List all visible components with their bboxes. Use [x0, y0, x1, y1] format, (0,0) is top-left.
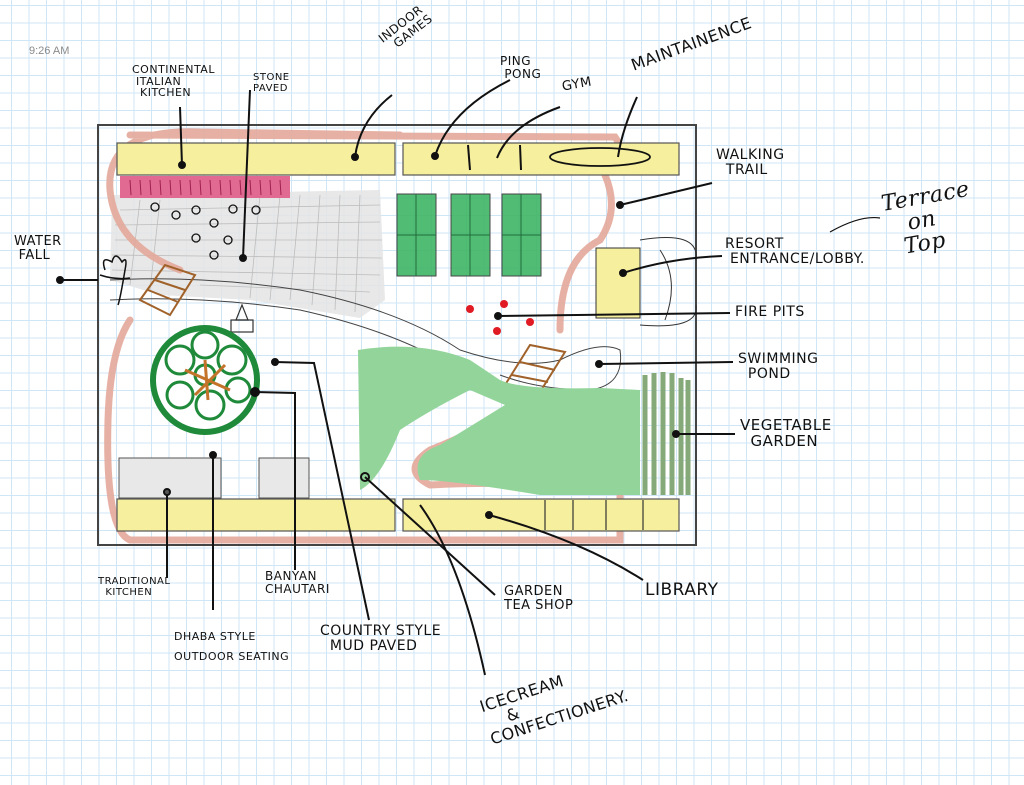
- building-bottom-right: [402, 498, 680, 532]
- dhaba-seating: [258, 457, 310, 499]
- label-continental-italian-kitchen: CONTINENTAL ITALIAN KITCHEN: [132, 63, 215, 100]
- waterfall-symbol: [99, 255, 131, 306]
- label-stone-paved: STONE PAVED: [253, 72, 290, 94]
- label-library: LIBRARY: [645, 580, 719, 600]
- shrine-symbol: [230, 303, 254, 333]
- label-banyan-chautari: BANYAN CHAUTARI: [265, 569, 330, 596]
- stone-paved-area: [110, 190, 385, 318]
- resort-entrance-lobby: [595, 247, 641, 319]
- leader-lines: [56, 79, 881, 676]
- fire-pits: [466, 300, 534, 335]
- timestamp: 9:26 AM: [29, 45, 70, 57]
- label-water-fall: WATER FALL: [14, 234, 62, 263]
- site-boundary: [97, 124, 697, 546]
- label-ping-pong: PING PONG: [500, 54, 542, 81]
- label-swimming-pond: SWIMMING POND: [738, 351, 819, 382]
- label-country-style-mud-paved: COUNTRY STYLE MUD PAVED: [320, 623, 442, 654]
- label-garden-tea-shop: GARDEN TEA SHOP: [504, 584, 574, 613]
- label-walking-trail: WALKING TRAIL: [716, 147, 785, 178]
- vegetable-garden: [642, 372, 691, 495]
- label-vegetable-garden: VEGETABLE GARDEN: [740, 416, 832, 450]
- sports-courts: [396, 193, 542, 277]
- continental-kitchen-seating: [120, 176, 290, 198]
- building-bottom-left: [116, 498, 396, 532]
- label-resort-entrance-lobby: RESORT ENTRANCE/LOBBY.: [725, 236, 865, 267]
- label-fire-pits: FIRE PITS: [735, 304, 805, 320]
- outdoor-tables: [150, 202, 261, 260]
- walking-trail: [104, 128, 624, 544]
- label-dhaba-outdoor-seating: DHABA STYLE OUTDOOR SEATING: [174, 630, 290, 663]
- lawn-area: [358, 346, 640, 495]
- maintenance-marker: [549, 147, 651, 167]
- banyan-tree: [150, 325, 260, 435]
- building-continental-kitchen: [116, 142, 396, 176]
- bridge-upper: [138, 263, 197, 317]
- building-indoor-games-gym: [402, 142, 680, 176]
- label-traditional-kitchen: TRADITIONAL KITCHEN: [98, 576, 171, 598]
